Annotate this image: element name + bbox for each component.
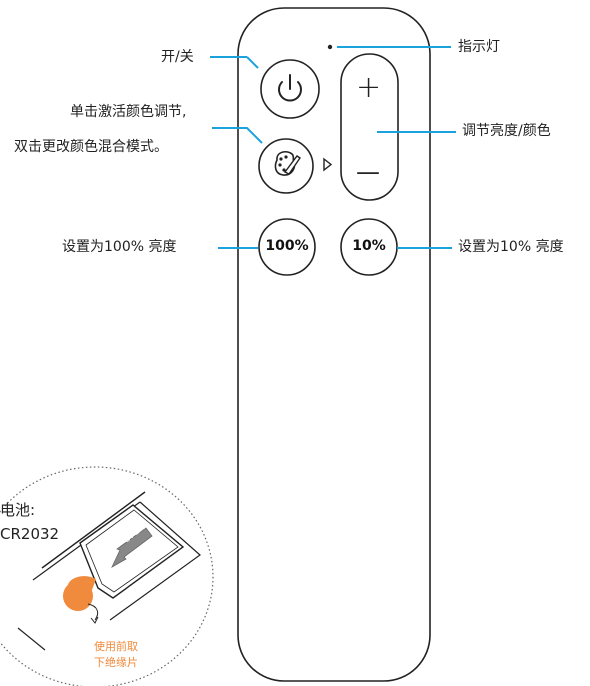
color-button[interactable] bbox=[258, 138, 314, 194]
triangle-arrow-icon bbox=[323, 157, 333, 172]
open-arrow-icon bbox=[111, 527, 153, 568]
brightness-rocker[interactable] bbox=[340, 53, 399, 201]
set-100-label: 设置为100% 亮度 bbox=[62, 239, 177, 255]
button-100-circle[interactable] bbox=[258, 218, 316, 276]
indicator-label: 指示灯 bbox=[458, 39, 500, 55]
power-button[interactable] bbox=[260, 59, 320, 119]
power-label: 开/关 bbox=[161, 49, 194, 65]
button-10-label: 10% bbox=[352, 238, 386, 254]
callout-lines bbox=[210, 46, 456, 249]
battery-label-line2: CR2032 bbox=[0, 525, 60, 543]
brightness-color-label: 调节亮度/颜色 bbox=[462, 123, 551, 139]
plus-icon: + bbox=[356, 70, 382, 105]
color-label-line2: 双击更改颜色混合模式。 bbox=[14, 139, 168, 155]
battery-detail bbox=[0, 466, 214, 686]
callout-color bbox=[212, 127, 263, 144]
remote-body bbox=[237, 7, 431, 682]
set-10-label: 设置为10% 亮度 bbox=[458, 239, 564, 255]
indicator-dot bbox=[327, 44, 333, 50]
tab-label-line2: 下绝缘片 bbox=[94, 656, 138, 669]
minus-icon: — bbox=[356, 158, 380, 186]
callout-power-tick bbox=[246, 56, 259, 69]
power-icon bbox=[278, 74, 302, 102]
color-label-line1: 单击激活颜色调节, bbox=[70, 104, 187, 120]
button-100-label: 100% bbox=[265, 238, 309, 254]
battery-label-line1: 电池: bbox=[0, 501, 36, 519]
palette-brush-icon bbox=[274, 150, 301, 176]
tab-label-line1: 使用前取 bbox=[94, 640, 138, 653]
